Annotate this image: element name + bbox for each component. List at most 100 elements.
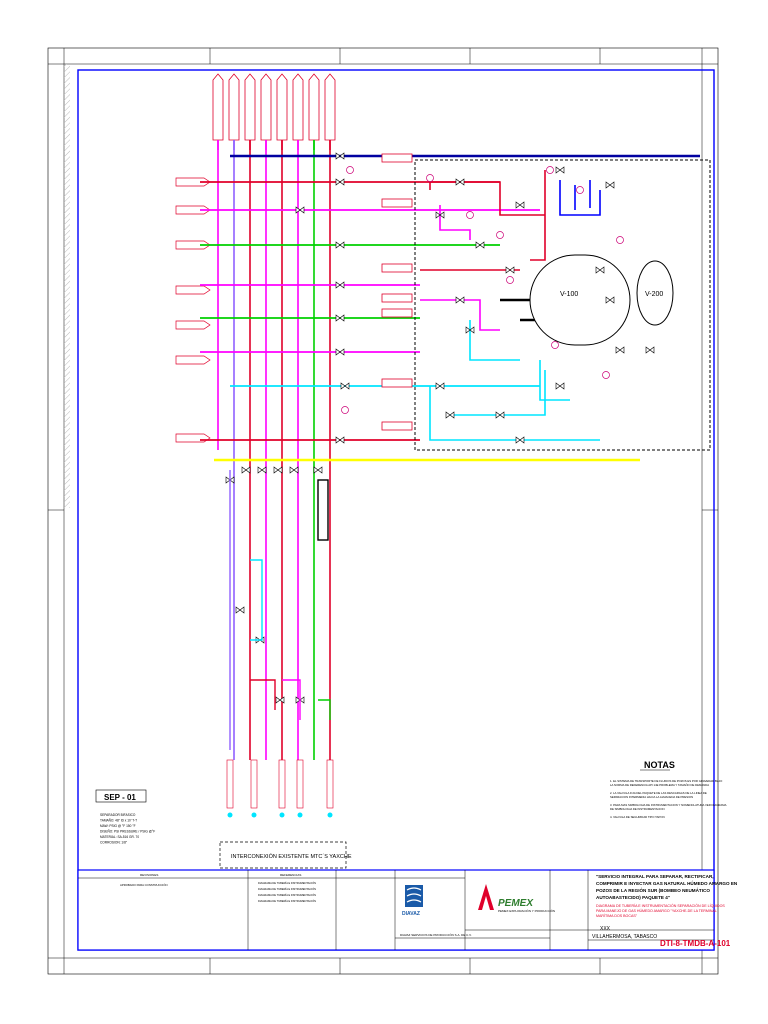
- valve-symbol[interactable]: [273, 466, 283, 474]
- instrument-bubble[interactable]: [576, 186, 584, 194]
- instrument-bubble[interactable]: [496, 231, 504, 239]
- drop-point: [279, 812, 285, 818]
- valve-symbol[interactable]: [435, 382, 445, 390]
- valve-symbol[interactable]: [555, 382, 565, 390]
- drop-point: [251, 812, 257, 818]
- bottom-drop-tag: [296, 759, 304, 809]
- zone-ticks: [48, 48, 718, 974]
- left-line-tag: [175, 285, 211, 295]
- valve-symbol[interactable]: [235, 606, 245, 614]
- left-line-tag: [175, 240, 211, 250]
- valve-symbol[interactable]: [289, 466, 299, 474]
- instrument-bubble[interactable]: [546, 166, 554, 174]
- top-arrow-tag: [292, 73, 304, 141]
- valve-symbol[interactable]: [335, 178, 345, 186]
- note-line: DE SIMBOLOGIA DE INSTRUMENTACION: [610, 807, 665, 811]
- line-number-tag: [381, 198, 413, 208]
- valve-symbol[interactable]: [515, 436, 525, 444]
- valve-symbol[interactable]: [313, 466, 323, 474]
- instrument-bubble[interactable]: [466, 211, 474, 219]
- top-arrow-tag: [276, 73, 288, 141]
- sep-spec-line: SEPARADOR BIFASICO: [100, 813, 136, 817]
- instrument-bubble[interactable]: [506, 276, 514, 284]
- valve-symbol[interactable]: [595, 266, 605, 274]
- project-title: "SERVICIO INTEGRAL PARA SEPARAR, RECTIFI…: [596, 874, 739, 900]
- valve-symbol[interactable]: [335, 241, 345, 249]
- valve-symbol[interactable]: [475, 241, 485, 249]
- bottom-drop-tag: [326, 759, 334, 809]
- sep-spec-line: CORROSION: 1/8": [100, 841, 127, 845]
- valve-symbol[interactable]: [555, 166, 565, 174]
- instrument-bubble[interactable]: [602, 371, 610, 379]
- outer-border: [47, 47, 719, 975]
- vessel-v200[interactable]: V-200: [636, 260, 674, 326]
- note-line: 1. EL SISTEMA DE TRANSPORTE DE FLUIDOS D…: [610, 779, 723, 783]
- left-line-tag: [175, 320, 211, 330]
- valve-symbol[interactable]: [335, 348, 345, 356]
- instrument-bubble[interactable]: [616, 236, 624, 244]
- revisions-header: REVISIONES: [140, 873, 158, 877]
- valve-symbol[interactable]: [465, 326, 475, 334]
- valve-symbol[interactable]: [335, 281, 345, 289]
- bottom-drop-tags: [226, 759, 334, 818]
- vessel-v100[interactable]: V-100: [529, 254, 631, 346]
- top-arrow-tag: [260, 73, 272, 141]
- valve-symbol[interactable]: [257, 466, 267, 474]
- reference-row: DIAGRAMA DE TUBERÍA E INSTRUMENTACIÓN: [258, 886, 316, 891]
- sep-spec-line: TAMAÑO: 48" ID x 10' T-T: [100, 818, 137, 823]
- note-line: 4. VALVULA DE SEGURIDAD TIPO TAPON: [610, 815, 665, 819]
- valve-symbol[interactable]: [335, 314, 345, 322]
- reference-row: DIAGRAMA DE TUBERÍA E INSTRUMENTACIÓN: [258, 898, 316, 903]
- valve-symbol[interactable]: [455, 296, 465, 304]
- valve-symbol[interactable]: [495, 411, 505, 419]
- valve-symbol[interactable]: [335, 152, 345, 160]
- diavaz-logo: [405, 885, 423, 907]
- note-line: LA NORMA DE REFERENCIA API 14E PROBLEMA …: [610, 782, 709, 787]
- drop-point: [227, 812, 233, 818]
- valve-symbol[interactable]: [515, 201, 525, 209]
- valve-symbol[interactable]: [445, 411, 455, 419]
- valve-symbol[interactable]: [455, 178, 465, 186]
- valve-symbol[interactable]: [605, 296, 615, 304]
- valve-symbol[interactable]: [645, 346, 655, 354]
- note-line: 2. LA VALVULA FIJA DEL PAQUETE DE LAS DE…: [610, 791, 707, 795]
- instrument-bubble[interactable]: [426, 174, 434, 182]
- top-arrow-tag: [228, 73, 240, 141]
- valve-symbol[interactable]: [605, 181, 615, 189]
- diavaz-name: DIAVAZ: [402, 911, 420, 917]
- left-line-tag: [175, 177, 211, 187]
- line-number-tag: [381, 153, 413, 163]
- line-number-tag: [381, 308, 413, 318]
- notes-block: NOTAS 1. EL SISTEMA DE TRANSPORTE DE FLU…: [610, 760, 727, 819]
- revision-row: APROBADO PARA CONSTRUCCIÓN: [120, 882, 168, 887]
- line-number-tag: [381, 293, 413, 303]
- valve-symbol[interactable]: [241, 466, 251, 474]
- title-block-rows: REVISIONES APROBADO PARA CONSTRUCCIÓN REFE…: [120, 873, 316, 903]
- valve-symbol[interactable]: [505, 266, 515, 274]
- line-number-tag: [381, 421, 413, 431]
- valve-symbol[interactable]: [435, 211, 445, 219]
- valve-symbol[interactable]: [295, 206, 305, 214]
- instrument-bubble[interactable]: [346, 166, 354, 174]
- top-arrow-tag: [244, 73, 256, 141]
- skid-boundary: [414, 159, 711, 451]
- center-line-tags: [381, 153, 413, 431]
- valve-symbol[interactable]: [340, 382, 350, 390]
- sep-title: SEP - 01: [104, 793, 136, 802]
- valve-symbol[interactable]: [275, 696, 285, 704]
- drawing-title: DIAGRAMA DE TUBERÍA E INSTRUMENTACIÓN SE…: [596, 903, 726, 918]
- valve-symbol[interactable]: [335, 436, 345, 444]
- references-header: REFERENCIAS: [280, 873, 301, 877]
- sep-spec-line: MATERIAL: SA-516 GR. 70: [100, 835, 139, 839]
- hatched-margin: [64, 64, 70, 508]
- lower-piping: [229, 470, 331, 750]
- sep-spec-line: MAW: PSIG @ °F 150 °F: [100, 824, 136, 828]
- valve-symbol[interactable]: [615, 346, 625, 354]
- drop-point: [297, 812, 303, 818]
- top-arrow-tag: [212, 73, 224, 141]
- left-line-tag: [175, 355, 211, 365]
- instrument-bubble[interactable]: [551, 341, 559, 349]
- note-line: 3. PARA MAS SIMBOLOGIA DE INSTRUMENTACIO…: [610, 803, 727, 807]
- instrument-bubble[interactable]: [341, 406, 349, 414]
